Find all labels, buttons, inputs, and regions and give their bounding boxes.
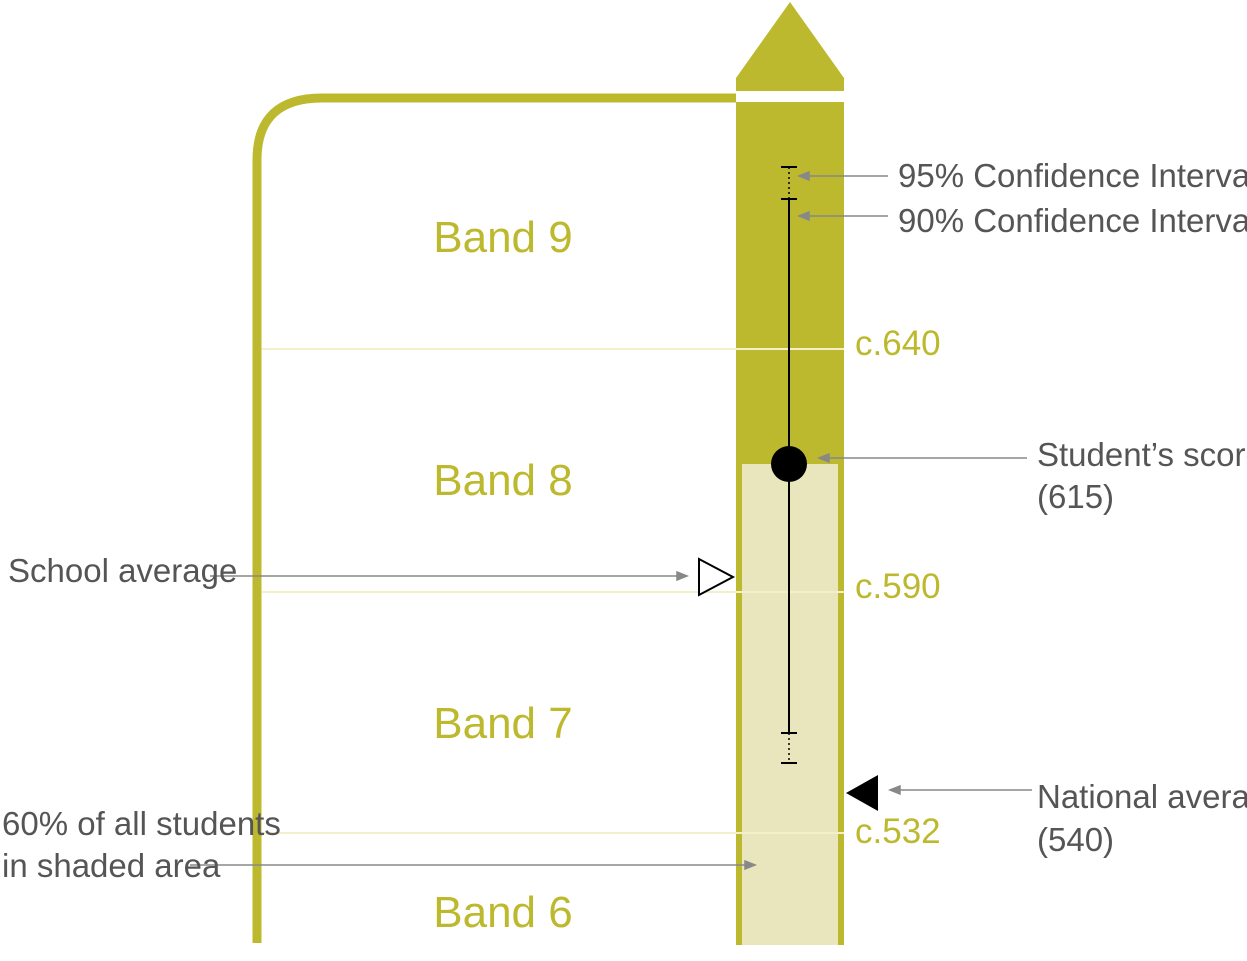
school-average-label: School average bbox=[8, 552, 237, 589]
shaded-area-label-line1: 60% of all students bbox=[2, 805, 281, 842]
ci95-label: 95% Confidence Interval bbox=[898, 157, 1247, 194]
national-average-marker bbox=[846, 775, 878, 811]
school-average-arrowhead bbox=[676, 570, 690, 582]
band-frame-outline bbox=[252, 93, 736, 943]
band-label-9: Band 9 bbox=[433, 213, 572, 262]
shaded-area-arrowhead bbox=[744, 859, 758, 871]
shaded-area-label-line2: in shaded area bbox=[2, 847, 221, 884]
student-score-arrowhead bbox=[816, 452, 830, 464]
student-score-label: Student’s score bbox=[1037, 436, 1247, 473]
scale-column-tip bbox=[736, 2, 844, 91]
student-score-value: (615) bbox=[1037, 478, 1114, 515]
ci95-arrowhead bbox=[796, 170, 810, 182]
national-average-value: (540) bbox=[1037, 821, 1114, 858]
cutoff-label-640: c.640 bbox=[855, 324, 941, 363]
ci90-label: 90% Confidence Interval bbox=[898, 202, 1247, 239]
band-label-7: Band 7 bbox=[433, 699, 572, 748]
ci90-arrowhead bbox=[796, 210, 810, 222]
cutoff-label-532: c.532 bbox=[855, 812, 941, 851]
student-score-marker bbox=[771, 446, 807, 482]
school-average-marker bbox=[698, 557, 736, 597]
band-label-8: Band 8 bbox=[433, 456, 572, 505]
national-average-arrowhead bbox=[887, 784, 901, 796]
cutoff-label-590: c.590 bbox=[855, 567, 941, 606]
band-label-6: Band 6 bbox=[433, 888, 572, 937]
national-average-label: National average bbox=[1037, 778, 1247, 815]
